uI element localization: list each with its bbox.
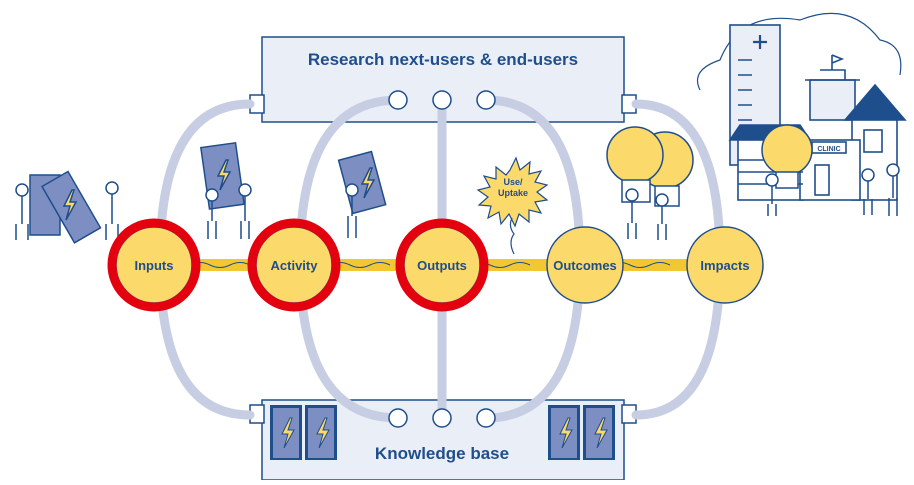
government-building-icon	[805, 54, 860, 121]
lightning-icon	[559, 417, 573, 449]
uptake-burst	[476, 156, 549, 255]
battery-icons-left	[270, 405, 337, 460]
top-box-title: Research next-users & end-users	[307, 50, 579, 69]
lightning-icon	[316, 417, 330, 449]
impacts-figures	[761, 124, 900, 216]
stage-node-impacts	[686, 226, 764, 304]
stage-node-outcomes	[546, 226, 624, 304]
stage-nodes	[107, 218, 764, 312]
stage-label-activity: Activity	[270, 258, 318, 273]
stage-label-inputs: Inputs	[134, 258, 174, 273]
inputs-figures	[15, 170, 119, 244]
outputs-figure	[337, 150, 387, 238]
uptake-label-line1: Use/	[503, 177, 523, 187]
outcomes-figures	[606, 126, 694, 240]
uptake-label-line2: Uptake	[497, 188, 528, 198]
stage-label-outputs: Outputs	[417, 258, 467, 273]
highlight-ring-inputs	[107, 218, 201, 312]
clinic-sign: CLINIC	[817, 146, 840, 153]
lightning-icon	[281, 417, 295, 449]
stage-label-outcomes: Outcomes	[553, 258, 617, 273]
lightbulb-icon	[606, 126, 664, 184]
activity-figures	[200, 141, 252, 239]
lightbulb-icon	[761, 124, 813, 176]
highlight-ring-activity	[247, 218, 341, 312]
stage-label-impacts: Impacts	[700, 258, 750, 273]
battery-icons-right	[548, 405, 615, 460]
lightning-icon	[594, 417, 608, 449]
lightning-icon	[216, 159, 232, 191]
loop-connectors	[388, 90, 496, 428]
highlight-ring-outputs	[395, 218, 489, 312]
bottom-box-title: Knowledge base	[374, 444, 510, 463]
lightning-icon	[62, 189, 78, 221]
lightning-icon	[360, 167, 376, 199]
